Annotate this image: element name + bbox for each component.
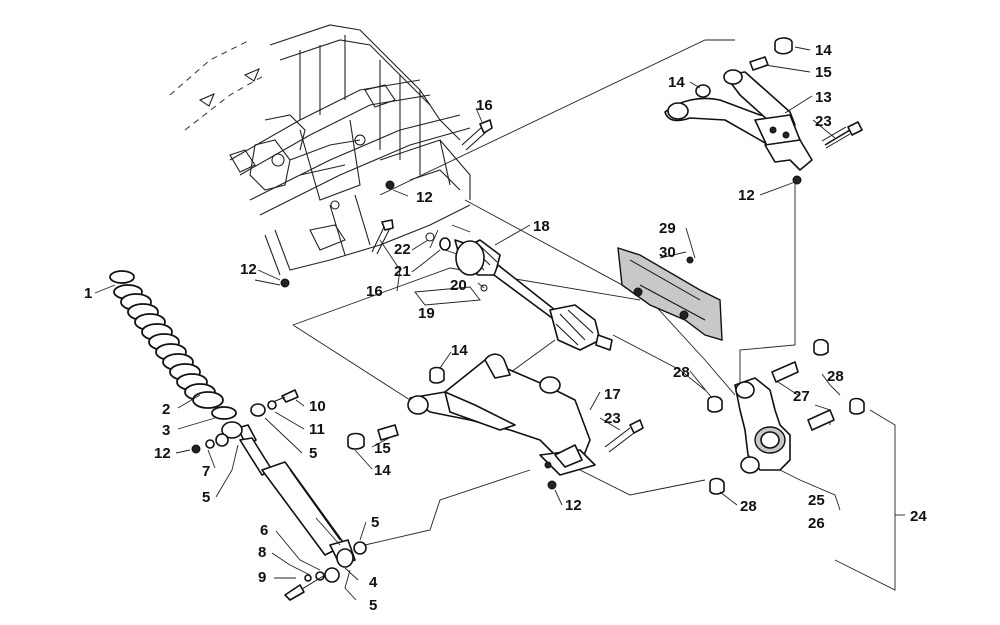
frame-hardware — [280, 119, 493, 288]
callout-14-d: 14 — [374, 462, 391, 479]
callout-14-a: 14 — [815, 42, 832, 59]
callout-14-b: 14 — [668, 74, 685, 91]
callout-9: 9 — [258, 569, 266, 586]
callout-13: 13 — [815, 89, 832, 106]
callout-12-b: 12 — [240, 261, 257, 278]
shock-absorber — [191, 389, 367, 601]
callout-26: 26 — [808, 515, 825, 532]
callout-10: 10 — [309, 398, 326, 415]
callout-23-a: 23 — [815, 113, 832, 130]
callout-numbers: 1 2 3 4 5 5 5 5 6 7 8 9 10 11 12 12 12 1… — [84, 42, 927, 614]
callout-28-c: 28 — [740, 498, 757, 515]
callout-14-c: 14 — [451, 342, 468, 359]
callout-8: 8 — [258, 544, 266, 561]
callout-12-e: 12 — [738, 187, 755, 204]
callout-16-a: 16 — [476, 97, 493, 114]
knuckle — [707, 338, 865, 495]
callout-22: 22 — [394, 241, 411, 258]
callout-5-b: 5 — [309, 445, 317, 462]
callout-3: 3 — [162, 422, 170, 439]
callout-18: 18 — [533, 218, 550, 235]
callout-15-a: 15 — [815, 64, 832, 81]
callout-2: 2 — [162, 401, 170, 418]
callout-28-a: 28 — [673, 364, 690, 381]
callout-20: 20 — [450, 277, 467, 294]
callout-23-b: 23 — [604, 410, 621, 427]
callout-15-b: 15 — [374, 440, 391, 457]
callout-11: 11 — [309, 421, 325, 438]
cv-guard — [617, 247, 723, 341]
callout-27: 27 — [793, 388, 810, 405]
callout-19: 19 — [418, 305, 435, 322]
callout-28-b: 28 — [827, 368, 844, 385]
callout-7: 7 — [202, 463, 210, 480]
upper-a-arm — [664, 37, 863, 185]
callout-21: 21 — [394, 263, 411, 280]
callout-17: 17 — [604, 386, 621, 403]
callout-1: 1 — [84, 285, 92, 302]
callout-labels — [94, 46, 841, 601]
callout-25: 25 — [808, 492, 825, 509]
callout-30: 30 — [659, 244, 676, 261]
callout-12-c: 12 — [416, 189, 433, 206]
callout-4: 4 — [369, 574, 378, 591]
coil-spring — [109, 270, 237, 420]
callout-5-a: 5 — [202, 489, 210, 506]
callout-12-d: 12 — [565, 497, 582, 514]
callout-5-d: 5 — [369, 597, 377, 614]
cv-axle — [425, 232, 613, 351]
callout-29: 29 — [659, 220, 676, 237]
lower-a-arm — [347, 353, 644, 490]
callout-12-a: 12 — [154, 445, 171, 462]
callout-24: 24 — [910, 508, 927, 525]
callout-16-b: 16 — [366, 283, 383, 300]
vehicle-frame — [169, 24, 471, 276]
callout-6: 6 — [260, 522, 268, 539]
callout-5-c: 5 — [371, 514, 379, 531]
